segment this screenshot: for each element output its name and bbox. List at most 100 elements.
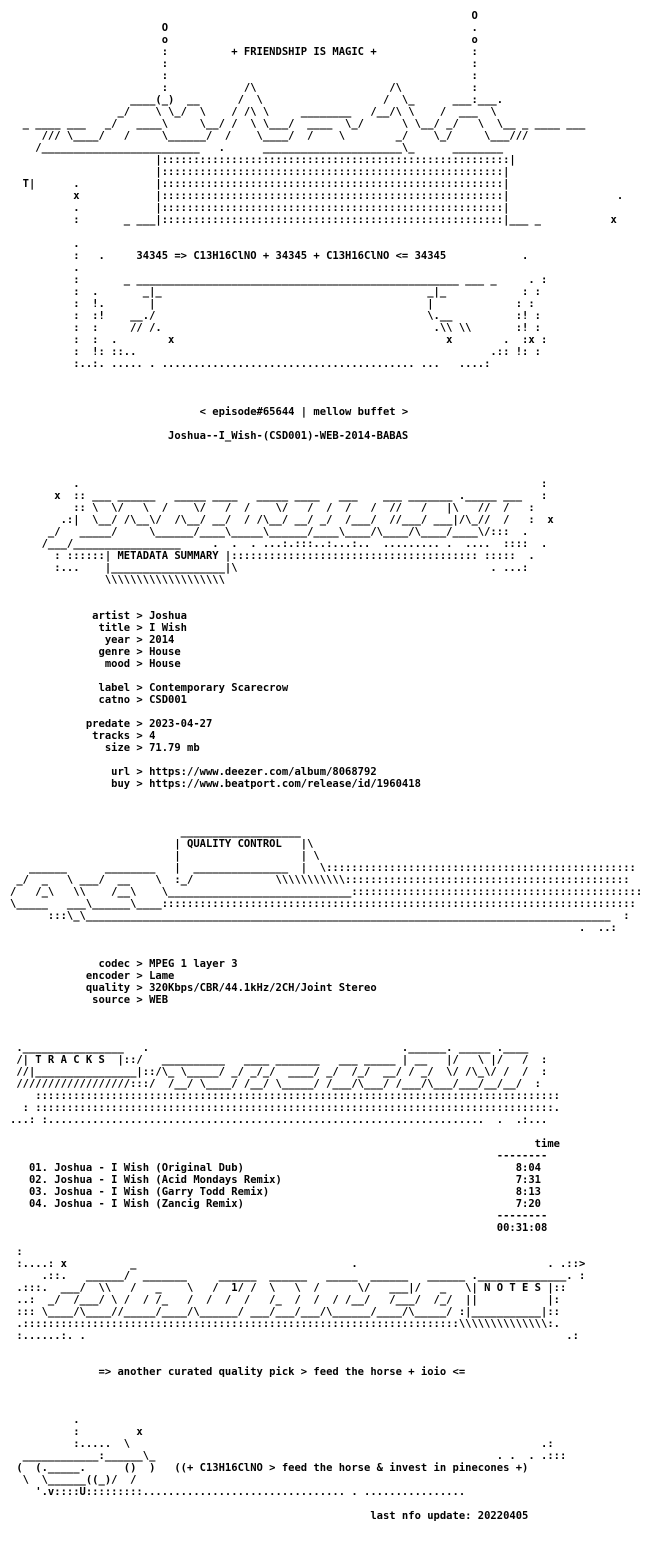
nfo-line [10, 418, 640, 430]
nfo-line: quality > 320Kbps/CBR/44.1kHz/2CH/Joint … [10, 982, 377, 994]
nfo-line: buy > https://www.beatport.com/release/i… [10, 778, 421, 790]
nfo-line: last nfo update: 20220405 [10, 1510, 529, 1522]
nfo-line: :..... \ .: [10, 1438, 554, 1450]
nfo-line: : _ ____________________________________… [10, 274, 548, 286]
nfo-line: => another curated quality pick > feed t… [10, 1366, 466, 1378]
nfo-line: . [10, 262, 80, 274]
nfo-line: : /\ /\ : [10, 82, 478, 94]
nfo-line [10, 670, 640, 682]
nfo-line: catno > CSD001 [10, 694, 188, 706]
nfo-line [10, 1342, 640, 1354]
nfo-line: .:| \__/ /\__\/ /\__/ __/ / /\__/ __/ _/… [10, 514, 554, 526]
nfo-line: :: \ \/ \ / \/ / / \/ / / / / // / |\ //… [10, 502, 535, 514]
nfo-line: :..:. ..... . ..........................… [10, 358, 491, 370]
nfo-line [10, 754, 640, 766]
nfo-line: ____(_) __ / \ / \_ ___:___. [10, 94, 504, 106]
nfo-line: /_________________________ . ___________… [10, 142, 504, 154]
nfo-line [10, 1126, 640, 1138]
nfo-line: _ ____ ___ _/ ____\ \__/ / \ \___/ ____ … [10, 118, 586, 130]
nfo-line: codec > MPEG 1 layer 3 [10, 958, 238, 970]
nfo-line [10, 1498, 640, 1510]
nfo-line: | QUALITY CONTROL |\ [10, 838, 314, 850]
nfo-line [10, 586, 640, 598]
nfo-line: \_____ ___\______\____::::::::::::::::::… [10, 898, 640, 910]
nfo-line: 04. Joshua - I Wish (Zancig Remix) 7:20 [10, 1198, 542, 1210]
nfo-line [10, 814, 640, 826]
nfo-line [10, 466, 640, 478]
nfo-line: url > https://www.deezer.com/album/80687… [10, 766, 377, 778]
nfo-line: : _ ___|::::::::::::::::::::::::::::::::… [10, 214, 617, 226]
nfo-line [10, 1354, 640, 1366]
nfo-line [10, 802, 640, 814]
nfo-line: : : // /. .\\ \\ :! : [10, 322, 542, 334]
nfo-line: :... |__________________|\ . ...: [10, 562, 529, 574]
nfo-text-block: O O . o o : + FRIENDSHIP IS [10, 10, 640, 1522]
nfo-line: 00:31:08 [10, 1222, 548, 1234]
nfo-line: //////////////////:::/ /__/ \____/ /__/ … [10, 1078, 542, 1090]
nfo-line: . : [10, 478, 548, 490]
nfo-line: ..: _/ /___/ \ / / /_ / / / / /_ / / / /… [10, 1294, 560, 1306]
nfo-line: \ \______((_)/ / [10, 1474, 137, 1486]
nfo-line [10, 1402, 640, 1414]
nfo-line: : : [10, 70, 478, 82]
nfo-line: year > 2014 [10, 634, 175, 646]
nfo-line: ____________:______\_ . . . .::: [10, 1450, 567, 1462]
nfo-line: 01. Joshua - I Wish (Original Dub) 8:04 [10, 1162, 542, 1174]
nfo-line [10, 1018, 640, 1030]
nfo-line: -------- [10, 1150, 548, 1162]
nfo-line: : : [10, 58, 478, 70]
nfo-line: ( (._____. () ) ((+ C13H16ClNO > feed th… [10, 1462, 529, 1474]
nfo-line: '.v::::U:::::::::.......................… [10, 1486, 466, 1498]
nfo-line: :::\_\__________________________________… [10, 910, 630, 922]
nfo-line: tracks > 4 [10, 730, 156, 742]
nfo-line [10, 598, 640, 610]
nfo-line: _/ _____/ \______/____\_____\______/____… [10, 526, 529, 538]
nfo-line: T| . |::::::::::::::::::::::::::::::::::… [10, 178, 510, 190]
nfo-line: o o [10, 34, 478, 46]
nfo-line [10, 370, 640, 382]
nfo-line: /| T R A C K S |::/ __________ ____ ____… [10, 1054, 548, 1066]
nfo-line: ::: \____/\____//_____/____/\______/ ___… [10, 1306, 560, 1318]
nfo-line: .________________ . .______. _____ .____ [10, 1042, 529, 1054]
nfo-line: title > I Wish [10, 622, 188, 634]
nfo-line [10, 226, 640, 238]
nfo-line: artist > Joshua [10, 610, 188, 622]
nfo-line: .::. ______/ _______ ______ ______ _____… [10, 1270, 586, 1282]
nfo-line [10, 706, 640, 718]
nfo-line: : ::::::| METADATA SUMMARY |::::::::::::… [10, 550, 535, 562]
nfo-line: :......:. . .: [10, 1330, 579, 1342]
nfo-line: Joshua--I_Wish-(CSD001)-WEB-2014-BABAS [10, 430, 409, 442]
nfo-line: : . 34345 => C13H16ClNO + 34345 + C13H16… [10, 250, 529, 262]
nfo-line: < episode#65644 | mellow buffet > [10, 406, 409, 418]
nfo-line: \\\\\\\\\\\\\\\\\\\ [10, 574, 225, 586]
nfo-line: 02. Joshua - I Wish (Acid Mondays Remix)… [10, 1174, 542, 1186]
nfo-line: time [10, 1138, 560, 1150]
nfo-line: . ..: [10, 922, 617, 934]
nfo-line: _/ \ \_/ \ / /\ \ ________ /__/\ \ / ___… [10, 106, 497, 118]
nfo-line: : . _|_ _|_ : : [10, 286, 542, 298]
nfo-line: .:::. ___/ \\ / _ \ / 1/ / \ \ / \/ ___|… [10, 1282, 567, 1294]
nfo-line: 03. Joshua - I Wish (Garry Todd Remix) 8… [10, 1186, 542, 1198]
nfo-line: /___/_________________ . . . ...:.:::..:… [10, 538, 548, 550]
nfo-line: |:::::::::::::::::::::::::::::::::::::::… [10, 166, 510, 178]
nfo-line: _/ _ \ ___/ __ \ :_/ \\\\\\\\\\\::::::::… [10, 874, 640, 886]
nfo-line: /// \____/ / \______/ / \____/ / \ _/ \_… [10, 130, 529, 142]
nfo-line [10, 1030, 640, 1042]
nfo-line: :....: x _ . . .::> [10, 1258, 586, 1270]
nfo-line [10, 1006, 640, 1018]
nfo-line: : !. | | : : [10, 298, 535, 310]
nfo-line [10, 454, 640, 466]
nfo-line: . [10, 1414, 80, 1426]
nfo-line: O [10, 10, 478, 22]
nfo-line [10, 934, 640, 946]
nfo-line: source > WEB [10, 994, 169, 1006]
nfo-line: O . [10, 22, 478, 34]
nfo-line: : !: ::.. .:: !: : [10, 346, 542, 358]
nfo-line [10, 1378, 640, 1390]
nfo-line: ...: :..................................… [10, 1114, 548, 1126]
nfo-line: : : . x x . :x : [10, 334, 548, 346]
nfo-line [10, 382, 640, 394]
nfo-line: : x [10, 1426, 143, 1438]
nfo-line: . |:::::::::::::::::::::::::::::::::::::… [10, 202, 510, 214]
nfo-line: x |:::::::::::::::::::::::::::::::::::::… [10, 190, 624, 202]
